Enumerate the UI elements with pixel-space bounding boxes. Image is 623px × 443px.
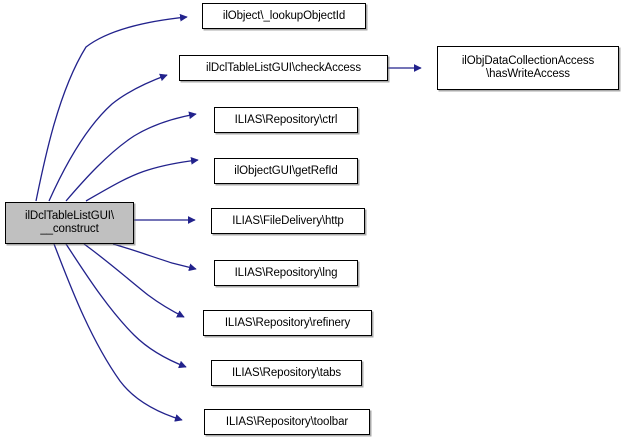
- edge-root-to-checkAccess: [48, 73, 168, 202]
- node-label: ILIAS\Repository\lng: [234, 266, 338, 279]
- node-lng[interactable]: ILIAS\Repository\lng: [214, 260, 358, 286]
- node-label: ilObjDataCollectionAccess \hasWriteAcces…: [461, 55, 595, 80]
- edge-root-to-tabs: [65, 243, 187, 369]
- node-label: ILIAS\Repository\tabs: [231, 366, 342, 379]
- node-label: ilDclTableListGUI\checkAccess: [206, 61, 361, 74]
- node-tabs[interactable]: ILIAS\Repository\tabs: [211, 360, 362, 386]
- node-label: ilObject\_lookupObjectId: [222, 9, 346, 22]
- node-check-access[interactable]: ilDclTableListGUI\checkAccess: [179, 55, 388, 81]
- node-has-write-access[interactable]: ilObjDataCollectionAccess \hasWriteAcces…: [437, 46, 619, 90]
- node-get-ref-id[interactable]: ilObjectGUI\getRefId: [214, 158, 358, 184]
- edge-root-to-ctrl: [65, 111, 197, 202]
- edge-root-to-lng: [112, 243, 197, 272]
- node-label: ILIAS\FileDelivery\http: [232, 214, 344, 227]
- node-http[interactable]: ILIAS\FileDelivery\http: [211, 208, 365, 234]
- edge-root-to-getRefId: [85, 156, 199, 202]
- node-label: ilDclTableListGUI\ __construct: [25, 210, 114, 235]
- node-refinery[interactable]: ILIAS\Repository\refinery: [203, 310, 372, 336]
- node-lookup-object-id[interactable]: ilObject\_lookupObjectId: [202, 3, 366, 29]
- edge-root-to-lookupObjectId: [35, 13, 188, 202]
- node-label: ILIAS\Repository\refinery: [224, 316, 351, 329]
- edge-root-to-toolbar: [53, 243, 183, 422]
- node-label: ILIAS\Repository\toolbar: [225, 415, 349, 428]
- node-ctrl[interactable]: ILIAS\Repository\ctrl: [214, 107, 358, 133]
- node-toolbar[interactable]: ILIAS\Repository\toolbar: [204, 409, 370, 435]
- node-label: ilObjectGUI\getRefId: [234, 164, 338, 177]
- edge-root-to-refinery: [83, 243, 185, 318]
- node-label: ILIAS\Repository\ctrl: [234, 113, 338, 126]
- node-root[interactable]: ilDclTableListGUI\ __construct: [5, 202, 134, 244]
